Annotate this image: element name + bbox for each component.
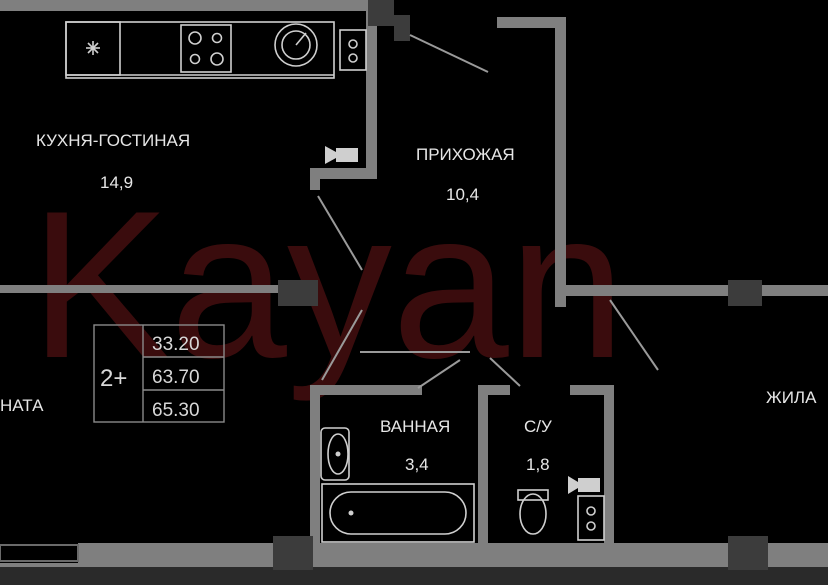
room-area-bathroom: 3,4	[405, 455, 429, 474]
fridge-icon	[65, 21, 121, 76]
room-name-bathroom: ВАННАЯ	[380, 417, 450, 436]
washing-machine-icon	[339, 29, 367, 71]
columns	[273, 0, 768, 570]
watermark: Kayan	[30, 167, 625, 402]
room-name-hallway: ПРИХОЖАЯ	[416, 145, 515, 164]
shower-icon	[325, 146, 358, 164]
sink-icon	[274, 23, 318, 67]
room-area-hallway: 10,4	[446, 185, 479, 204]
stove-icon	[180, 24, 232, 73]
washing-machine-icon	[577, 495, 605, 541]
total-area-with-balcony-value: 65.30	[152, 400, 200, 421]
rooms-count-badge: 2+	[100, 365, 127, 392]
sink-icon	[320, 427, 350, 481]
room-name-kitchen-living: КУХНЯ-ГОСТИНАЯ	[36, 131, 190, 150]
room-area-kitchen-living: 14,9	[100, 173, 133, 192]
toilet-icon	[517, 489, 549, 535]
total-area-value: 63.70	[152, 367, 200, 388]
bathroom-fixtures	[320, 427, 475, 543]
area-table: 2+ 33.20 63.70 65.30	[93, 324, 225, 423]
wc-fixtures	[517, 476, 605, 541]
living-area-value: 33.20	[152, 334, 200, 355]
room-name-right-partial: ЖИЛА	[766, 388, 817, 407]
room-name-wc: С/У	[524, 417, 552, 436]
bathtub-icon	[321, 483, 475, 543]
room-area-wc: 1,8	[526, 455, 550, 474]
shower-icon	[568, 476, 600, 494]
kitchen-counter	[65, 21, 367, 164]
doors	[317, 34, 659, 389]
room-name-left-partial: НАТА	[0, 396, 44, 415]
